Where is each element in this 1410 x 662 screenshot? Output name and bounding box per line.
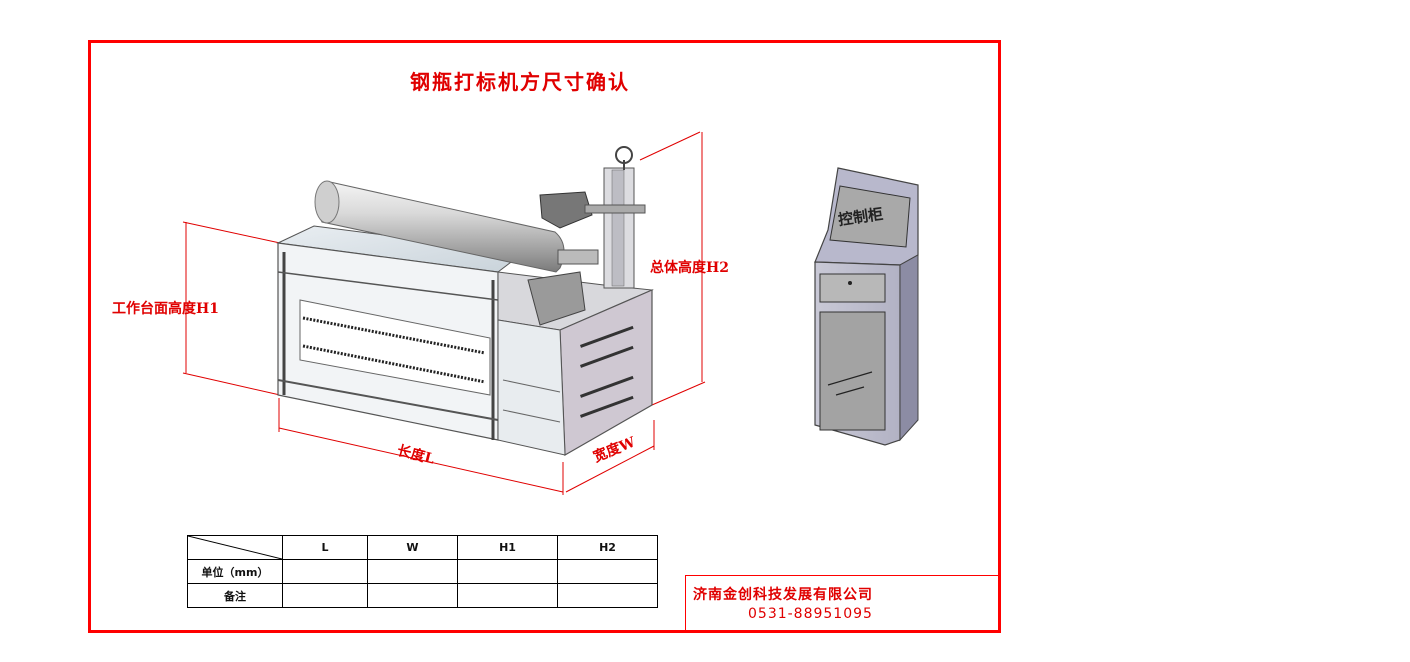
- marking-head: [527, 146, 646, 326]
- dimension-lines: [182, 131, 706, 495]
- cell-remark-h1[interactable]: [457, 583, 558, 608]
- table-corner-cell: [187, 535, 283, 560]
- table-row: 备注: [187, 583, 658, 608]
- company-name: 济南金创科技发展有限公司: [693, 587, 873, 603]
- company-phone: 0531-88951095: [748, 606, 873, 622]
- cell-unit-h1[interactable]: [457, 559, 558, 584]
- control-cabinet: [814, 167, 919, 446]
- gas-cylinder: [314, 180, 599, 273]
- dimension-label-h2: 总体高度H2: [650, 260, 729, 276]
- header-w: W: [367, 535, 458, 560]
- row-label-unit: 单位（mm）: [187, 559, 283, 584]
- spec-table: L W H1 H2 单位（mm） 备注: [187, 535, 658, 608]
- company-title-block: 济南金创科技发展有限公司 0531-88951095: [685, 575, 1001, 633]
- cell-unit-w[interactable]: [367, 559, 458, 584]
- spec-table-header-row: L W H1 H2: [187, 535, 658, 560]
- header-l: L: [282, 535, 368, 560]
- cell-unit-l[interactable]: [282, 559, 368, 584]
- cell-remark-h2[interactable]: [557, 583, 658, 608]
- cell-remark-l[interactable]: [282, 583, 368, 608]
- cell-remark-w[interactable]: [367, 583, 458, 608]
- header-h1: H1: [457, 535, 558, 560]
- table-row: 单位（mm）: [187, 559, 658, 584]
- drawing-frame: [88, 40, 1001, 633]
- dimension-label-h1: 工作台面高度H1: [112, 301, 219, 317]
- header-h2: H2: [557, 535, 658, 560]
- row-label-remark: 备注: [187, 583, 283, 608]
- cell-unit-h2[interactable]: [557, 559, 658, 584]
- drawing-title: 钢瓶打标机方尺寸确认: [410, 70, 630, 94]
